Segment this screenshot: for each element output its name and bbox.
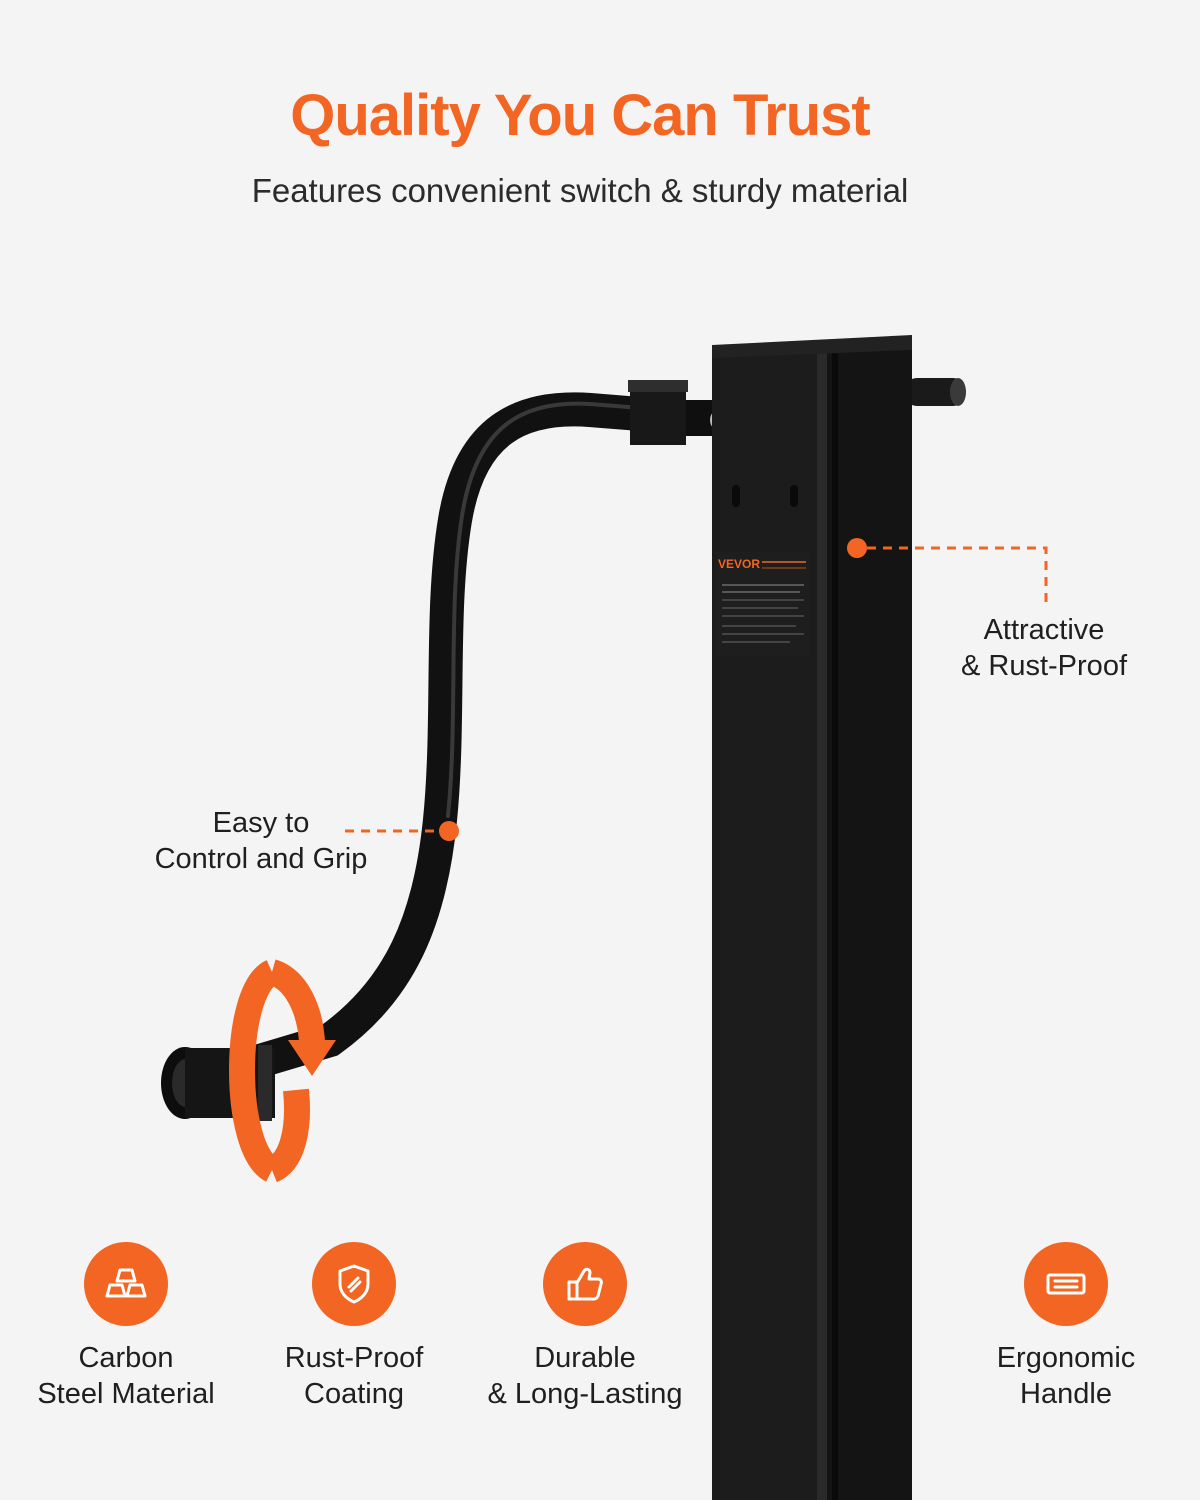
callout-grip-line1: Easy to — [212, 807, 310, 839]
handle-icon — [1024, 1242, 1108, 1326]
callout-dot-grip — [439, 821, 459, 841]
page-title: Quality You Can Trust — [290, 83, 871, 148]
feature-ergonomic-line2: Handle — [1020, 1378, 1112, 1410]
crank-handle — [225, 392, 692, 1087]
axle-stub — [905, 378, 965, 406]
feature-rust-proof: Rust-Proof Coating — [234, 1242, 474, 1412]
feature-rust-proof-line1: Rust-Proof — [284, 1342, 424, 1374]
page-subtitle: Features convenient switch & sturdy mate… — [251, 172, 909, 209]
callout-rust-proof: Attractive & Rust-Proof — [944, 612, 1144, 684]
brand-label: VEVOR — [718, 557, 760, 571]
callout-dot-rust-proof — [847, 538, 867, 558]
callout-line-rust-proof — [867, 546, 1048, 604]
feature-carbon-steel: Carbon Steel Material — [6, 1242, 246, 1412]
feature-ergonomic: Ergonomic Handle — [946, 1242, 1186, 1412]
feature-carbon-steel-line2: Steel Material — [37, 1378, 215, 1410]
shield-icon — [312, 1242, 396, 1326]
feature-durable: Durable & Long-Lasting — [465, 1242, 705, 1412]
thumbs-up-icon — [543, 1242, 627, 1326]
feature-durable-line2: & Long-Lasting — [487, 1378, 683, 1410]
feature-ergonomic-line1: Ergonomic — [996, 1342, 1136, 1374]
callout-grip: Easy to Control and Grip — [146, 805, 376, 877]
callout-grip-line2: Control and Grip — [154, 843, 368, 875]
product-label: VEVOR — [716, 552, 810, 656]
callout-rust-proof-line2: & Rust-Proof — [961, 650, 1127, 682]
shaft-coupling — [630, 383, 686, 445]
rotation-arrow-icon — [229, 960, 280, 1182]
steel-bars-icon — [84, 1242, 168, 1326]
callout-rust-proof-line1: Attractive — [983, 614, 1105, 646]
feature-rust-proof-line2: Coating — [304, 1378, 404, 1410]
feature-carbon-steel-line1: Carbon — [78, 1342, 174, 1374]
feature-durable-line1: Durable — [534, 1342, 636, 1374]
feature-row: Carbon Steel Material Rust-Proof Coating — [0, 1242, 1200, 1442]
